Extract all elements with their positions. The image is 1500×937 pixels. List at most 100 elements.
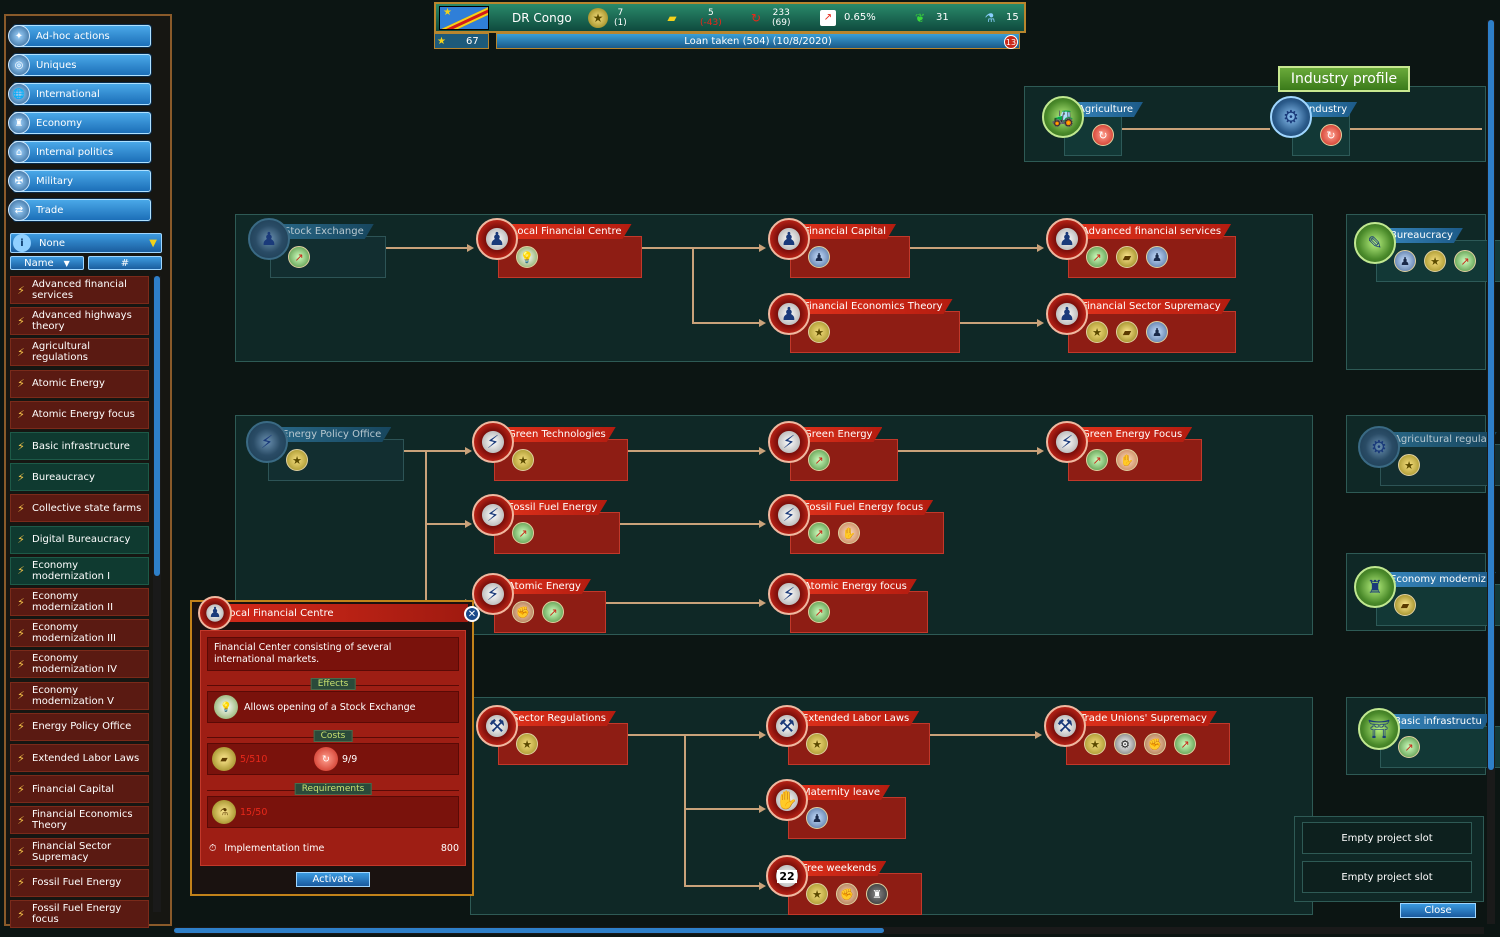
list-item-label: Atomic Energy focus <box>32 409 135 421</box>
tech-icon: ⚡ <box>17 907 25 921</box>
category-internal-politics[interactable]: ⌂Internal politics <box>8 141 151 163</box>
list-item[interactable]: ⚡Energy Policy Office <box>10 712 149 741</box>
tech-node-agricultural-regula[interactable]: Agricultural regula⚙★ <box>1358 426 1500 486</box>
tech-node-atomic-energy[interactable]: Atomic Energy⚡✊↗ <box>472 573 614 633</box>
list-item-label: Economy modernization I <box>32 559 111 582</box>
tech-node-energy-policy-office[interactable]: Energy Policy Office⚡★ <box>246 421 412 481</box>
tech-node-financial-capital[interactable]: Financial Capital♟♟ <box>768 218 918 278</box>
category-trade[interactable]: ⇄Trade <box>8 199 151 221</box>
filter-value: None <box>39 237 66 249</box>
tech-node-bureaucracy[interactable]: Bureaucracy✎♟★↗ <box>1354 222 1500 282</box>
tech-icon: ⚡ <box>17 439 25 453</box>
list-item[interactable]: ⚡Economy modernization IV <box>10 650 149 679</box>
tech-node-green-energy-focus[interactable]: Green Energy Focus⚡↗✋ <box>1046 421 1210 481</box>
horizontal-scroll-thumb[interactable] <box>174 928 884 933</box>
category-economy[interactable]: ♜Economy <box>8 112 151 134</box>
tech-node-atomic-energy-focus[interactable]: Atomic Energy focus⚡↗ <box>768 573 936 633</box>
close-button[interactable]: Close <box>1400 903 1476 918</box>
list-item[interactable]: ⚡Collective state farms <box>10 494 149 523</box>
bulb-icon: 💡 <box>214 695 238 719</box>
vertical-scrollbar[interactable] <box>1487 20 1495 924</box>
category-label: Ad-hoc actions <box>36 30 110 42</box>
category-international[interactable]: 🌐International <box>8 83 151 105</box>
node-title: Atomic Energy <box>490 579 591 594</box>
tech-node-maternity-leave[interactable]: Maternity leave✋♟ <box>766 779 914 839</box>
tech-icon: ⚡ <box>17 377 25 391</box>
food-cycle-icon: ↻ <box>750 10 762 25</box>
vertical-scroll-thumb[interactable] <box>1488 20 1494 770</box>
tech-icon: ⚡ <box>17 782 25 796</box>
list-item[interactable]: ⚡Atomic Energy focus <box>10 400 149 429</box>
profile-node-agriculture[interactable]: Agriculture🚜↻ <box>1042 96 1162 156</box>
tech-node-extended-labor-laws[interactable]: Extended Labor Laws⚒★ <box>766 705 938 765</box>
list-item[interactable]: ⚡Digital Bureaucracy <box>10 525 149 554</box>
filter-dropdown[interactable]: i None ▼ <box>10 233 162 253</box>
tech-node-fossil-fuel-energy-focus[interactable]: Fossil Fuel Energy focus⚡↗✋ <box>768 494 952 554</box>
food-value: 233 <box>772 7 790 18</box>
list-item[interactable]: ⚡Advanced financial services <box>10 276 149 304</box>
implementation-value: 800 <box>440 842 459 854</box>
list-item[interactable]: ⚡Economy modernization III <box>10 619 149 648</box>
project-slot-1[interactable]: Empty project slot <box>1302 822 1472 854</box>
tech-node-sector-regulations[interactable]: Sector Regulations⚒★ <box>476 705 636 765</box>
tech-node-financial-sector-supremacy[interactable]: Financial Sector Supremacy♟★▰♟ <box>1046 293 1244 353</box>
alert-count-badge[interactable]: 13 <box>1004 35 1018 49</box>
tech-node-basic-infrastructu[interactable]: Basic infrastructu⛩↗ <box>1358 708 1500 768</box>
list-item[interactable]: ⚡Extended Labor Laws <box>10 744 149 772</box>
list-item[interactable]: ⚡Advanced highways theory <box>10 307 149 336</box>
food-stat[interactable]: ↻233(69) <box>746 4 791 31</box>
tech-icon: ⚡ <box>17 751 25 765</box>
money-icon: ✋ <box>1116 449 1138 471</box>
tech-detail-popup: ♟ Local Financial Centre ✕ Financial Cen… <box>190 596 480 896</box>
category-label: Trade <box>36 204 64 216</box>
category-ad-hoc-actions[interactable]: ✦Ad-hoc actions <box>8 25 151 47</box>
list-item[interactable]: ⚡Financial Economics Theory <box>10 806 149 835</box>
gold-stat[interactable]: ▰5(-43) <box>662 4 721 31</box>
stars-stat[interactable]: ★7(1) <box>588 4 627 31</box>
tech-node-green-energy[interactable]: Green Energy⚡↗ <box>768 421 906 481</box>
sort-by-name-button[interactable]: Name▼ <box>10 256 84 270</box>
list-item-label: Economy modernization IV <box>32 653 117 676</box>
sort-by-number-button[interactable]: # <box>88 256 162 270</box>
list-scroll-thumb[interactable] <box>154 276 160 576</box>
clock-icon: ⏱ <box>209 842 217 854</box>
category-uniques[interactable]: ◎Uniques <box>8 54 151 76</box>
list-item[interactable]: ⚡Economy modernization I <box>10 556 149 585</box>
list-item[interactable]: ⚡Economy modernization II <box>10 588 149 616</box>
category-military[interactable]: ✠Military <box>8 170 151 192</box>
leaf-stat[interactable]: ❦31 <box>910 4 949 31</box>
tech-node-local-financial-centre[interactable]: Local Financial Centre♟💡 <box>476 218 650 278</box>
list-item[interactable]: ⚡Bureaucracy <box>10 463 149 492</box>
activate-button[interactable]: Activate <box>296 872 370 887</box>
close-icon[interactable]: ✕ <box>464 606 480 622</box>
loan-status[interactable]: Loan taken (504) (10/8/2020) <box>496 33 1020 49</box>
list-item[interactable]: ⚡Fossil Fuel Energy focus <box>10 900 149 928</box>
list-item[interactable]: ⚡Basic infrastructure <box>10 432 149 460</box>
horizontal-scrollbar[interactable] <box>174 927 1484 934</box>
list-item-label: Collective state farms <box>32 502 142 514</box>
chart-icon: ↗ <box>808 522 830 544</box>
list-item[interactable]: ⚡Financial Sector Supremacy <box>10 837 149 866</box>
research-stat[interactable]: ⚗15 <box>980 4 1019 31</box>
list-item[interactable]: ⚡Agricultural regulations <box>10 338 149 367</box>
list-item[interactable]: ⚡Fossil Fuel Energy <box>10 868 149 897</box>
country-flag: ★ <box>439 6 489 30</box>
profile-node-industry[interactable]: Industry⚙↻ <box>1270 96 1390 156</box>
tech-node-advanced-financial-services[interactable]: Advanced financial services♟↗▰♟ <box>1046 218 1244 278</box>
list-item[interactable]: ⚡Financial Capital <box>10 775 149 804</box>
level-indicator[interactable]: ★67 <box>434 33 489 49</box>
tech-node-green-technologies[interactable]: Green Technologies⚡★ <box>472 421 636 481</box>
list-scrollbar[interactable] <box>153 276 161 912</box>
project-slot-2[interactable]: Empty project slot <box>1302 861 1472 893</box>
growth-stat[interactable]: ↗0.65% <box>820 4 876 31</box>
tech-node-trade-unions-supremacy[interactable]: Trade Unions' Supremacy⚒★⚙✊↗ <box>1044 705 1238 765</box>
star-icon: ★ <box>806 733 828 755</box>
tech-node-financial-economics-theory[interactable]: Financial Economics Theory♟★ <box>768 293 968 353</box>
tech-node-stock-exchange[interactable]: Stock Exchange♟↗ <box>248 218 394 278</box>
node-title: Atomic Energy focus <box>786 579 917 594</box>
tech-node-fossil-fuel-energy[interactable]: Fossil Fuel Energy⚡↗ <box>472 494 628 554</box>
list-item[interactable]: ⚡Economy modernization V <box>10 681 149 710</box>
list-item[interactable]: ⚡Atomic Energy <box>10 369 149 398</box>
tech-node-economy-moderniz[interactable]: Economy moderniz♜▰ <box>1354 566 1500 626</box>
